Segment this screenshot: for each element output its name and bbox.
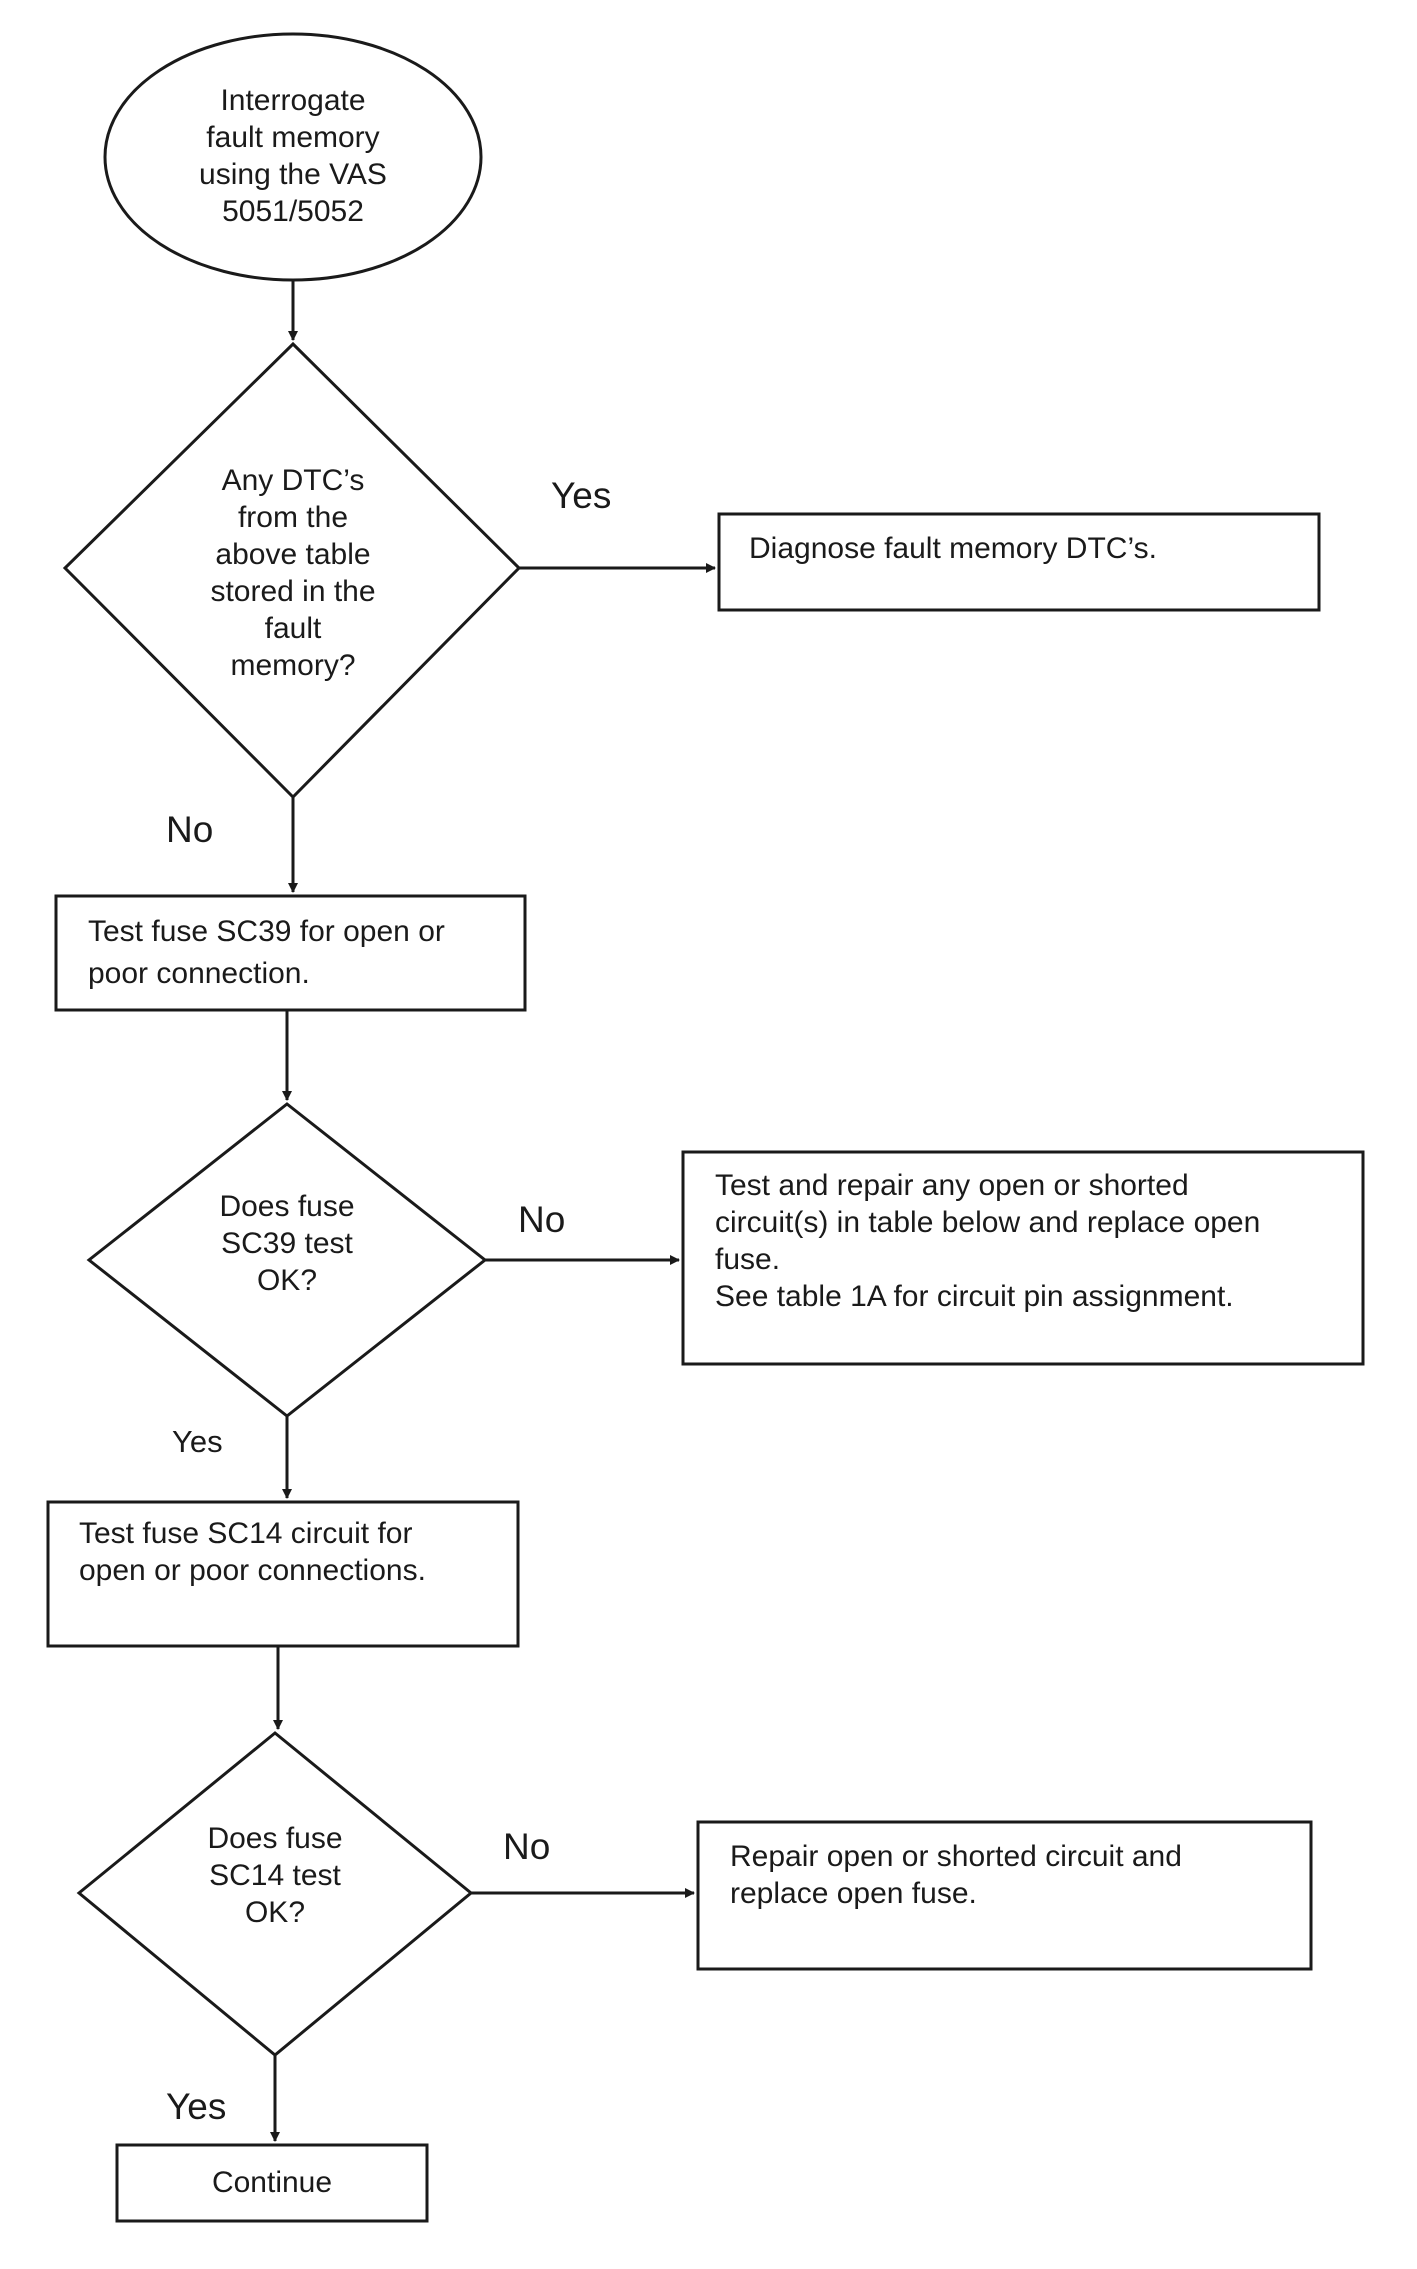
test-sc14-text: Test fuse SC14 circuit for open or poor … xyxy=(79,1517,426,1587)
start-node-text: Interrogate fault memory using the VAS 5… xyxy=(199,84,387,228)
sc39-no-label: No xyxy=(518,1199,566,1240)
repair-sc39-box xyxy=(681,1150,1365,1366)
sc14-yes-label: Yes xyxy=(166,2086,227,2127)
repair-sc39-text: Test and repair any open or shorted circ… xyxy=(715,1169,1261,1313)
test-sc39-box xyxy=(54,894,527,1012)
sc39-decision-text: Does fuse SC39 test OK? xyxy=(219,1190,355,1297)
test-sc39-text: Test fuse SC39 for open or poor connecti… xyxy=(88,915,445,990)
repair-sc14-text: Repair open or shorted circuit and repla… xyxy=(730,1840,1182,1910)
repair-sc14-box xyxy=(696,1820,1313,1971)
sc39-yes-label: Yes xyxy=(172,1424,223,1459)
sc14-decision-text: Does fuse SC14 test OK? xyxy=(207,1822,343,1929)
diagnose-dtc-text: Diagnose fault memory DTC’s. xyxy=(749,532,1157,565)
continue-box xyxy=(115,2143,429,2223)
test-sc14-box xyxy=(46,1500,520,1648)
dtc-decision-text: Any DTC’s from the above table stored in… xyxy=(210,464,376,682)
diagnose-dtc-box xyxy=(717,512,1321,612)
continue-text: Continue xyxy=(211,2166,333,2199)
dtc-yes-label: Yes xyxy=(551,475,612,516)
sc14-no-label: No xyxy=(503,1826,551,1867)
dtc-no-label: No xyxy=(166,809,214,850)
